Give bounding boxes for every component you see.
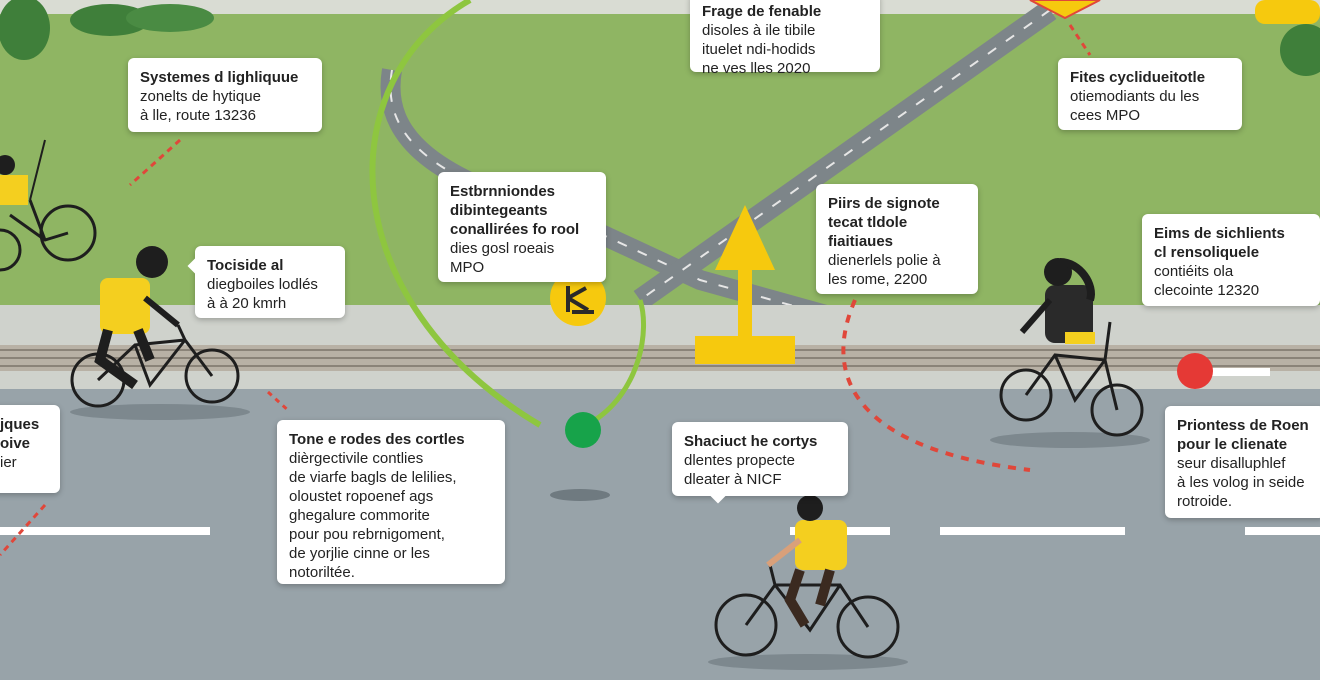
callout-line: otiemodiants du les xyxy=(1070,88,1200,105)
callout-title: Tociside al xyxy=(207,257,284,274)
callout-title: Priontess de Roen xyxy=(1177,417,1309,434)
callout-title: Eims de sichlients xyxy=(1154,225,1285,242)
callout-line: à à 20 kmrh xyxy=(207,295,287,312)
cyclist-center-bottom xyxy=(708,495,908,670)
callout-fites: Fites cyclidueitotle otiemodiants du les… xyxy=(1058,58,1242,130)
callout-line: ituelet ndi-hodids xyxy=(702,41,816,58)
dashed-path-left xyxy=(128,138,182,187)
callout-line: oloustet ropoenef ags xyxy=(289,488,434,505)
cyclist-right xyxy=(990,258,1150,448)
callout-subtitle: pour le clienate xyxy=(1177,436,1288,453)
callout-line: rotroide. xyxy=(1177,493,1233,510)
curved-road-dashes xyxy=(389,69,881,331)
callout-line: MPO xyxy=(450,259,485,276)
callout-subtitle: conallirées fo rool xyxy=(450,221,580,238)
bush-left xyxy=(0,0,214,60)
callout-line: zonelts de hytique xyxy=(140,88,261,105)
callout-subtitle: fiaitiaues xyxy=(828,233,894,250)
dashed-path-edge xyxy=(0,503,47,557)
callout-line: seur disalluphlef xyxy=(1177,455,1286,472)
callout-line: dleater à NICF xyxy=(684,471,782,488)
callout-top-center: Frage de fenable disoles à ile tibile it… xyxy=(690,0,880,77)
callout-line: à lle, route 13236 xyxy=(140,107,256,124)
callout-title: Frage de fenable xyxy=(702,3,822,20)
callout-line: de yorjlie cinne or les xyxy=(289,545,430,562)
cyclist-top-left xyxy=(0,139,97,272)
callout-title: Systemes d lighliquue xyxy=(140,69,299,86)
callout-subtitle: oive xyxy=(0,435,31,452)
callout-eims: Eims de sichlients cl rensoliquele conti… xyxy=(1142,214,1320,306)
callout-line: diegboiles lodlés xyxy=(207,276,318,293)
callout-line: dies gosl roeais xyxy=(450,240,555,257)
callout-line: notoriltée. xyxy=(289,564,355,581)
callout-subtitle: dibintegeants xyxy=(450,202,548,219)
cyclist-mid-left xyxy=(70,246,250,420)
callout-systemes: Systemes d lighliquue zonelts de hytique… xyxy=(128,58,322,132)
bike-badge-icon xyxy=(550,270,606,326)
callout-line: les rome, 2200 xyxy=(828,271,928,288)
callout-subtitle: cl rensoliquele xyxy=(1154,244,1260,261)
callout-line: ghegalure commorite xyxy=(289,507,430,524)
callout-shaciuct: Shaciuct he cortys dlentes propecte dlea… xyxy=(672,422,848,504)
callout-line: ier xyxy=(0,454,17,471)
callout-line: ne ves lles 2020 xyxy=(702,60,811,77)
green-marker-icon xyxy=(550,412,610,501)
callout-line: à les volog in seide xyxy=(1177,474,1305,491)
grass-highlight xyxy=(0,0,1320,14)
warning-triangle-icon xyxy=(695,205,795,364)
green-arc xyxy=(369,0,542,428)
green-arc-lower xyxy=(593,299,647,423)
callout-subtitle: tecat tldole xyxy=(828,214,908,231)
callout-line: dlentes propecte xyxy=(684,452,795,469)
curb xyxy=(0,371,1320,389)
callout-title: Piirs de signote xyxy=(828,195,940,212)
bush-right xyxy=(1280,24,1320,76)
callout-title: Shaciuct he cortys xyxy=(684,433,818,450)
callout-estbrn: Estbrnniondes dibintegeants conallirées … xyxy=(438,172,606,282)
callout-line: dienerlels polie à xyxy=(828,252,941,269)
callout-tone: Tone e rodes des cortles dièrgectivile c… xyxy=(277,420,505,584)
callout-title: jques xyxy=(0,416,40,433)
callout-line: de viarfe bagls de lelilies, xyxy=(289,469,457,486)
callout-priontess: Priontess de Roen pour le clienate seur … xyxy=(1165,406,1320,518)
top-sign xyxy=(1029,0,1101,20)
callout-line: contiéits ola xyxy=(1154,263,1234,280)
callout-title: Tone e rodes des cortles xyxy=(289,431,465,448)
callout-line: dièrgectivile contlies xyxy=(289,450,424,467)
red-marker-icon xyxy=(1177,353,1213,389)
callout-piirs: Piirs de signote tecat tldole fiaitiaues… xyxy=(816,184,978,294)
callout-tociside: Tociside al diegboiles lodlés à à 20 kmr… xyxy=(187,246,345,318)
callout-line: cees MPO xyxy=(1070,107,1141,124)
callout-line: disoles à ile tibile xyxy=(702,22,816,39)
dashed-path-right xyxy=(841,299,1031,472)
callout-title: Fites cyclidueitotle xyxy=(1070,69,1206,86)
callout-left-edge: jques oive ier xyxy=(0,405,60,493)
dashed-path-mid xyxy=(266,390,292,414)
callout-line: clecointe 12320 xyxy=(1154,282,1260,299)
top-right-sign-base xyxy=(1255,0,1320,24)
callout-line: pour pou rebrnigoment, xyxy=(289,526,445,543)
diagonal-road-dashes xyxy=(639,9,1051,301)
callout-title: Estbrnniondes xyxy=(450,183,556,200)
